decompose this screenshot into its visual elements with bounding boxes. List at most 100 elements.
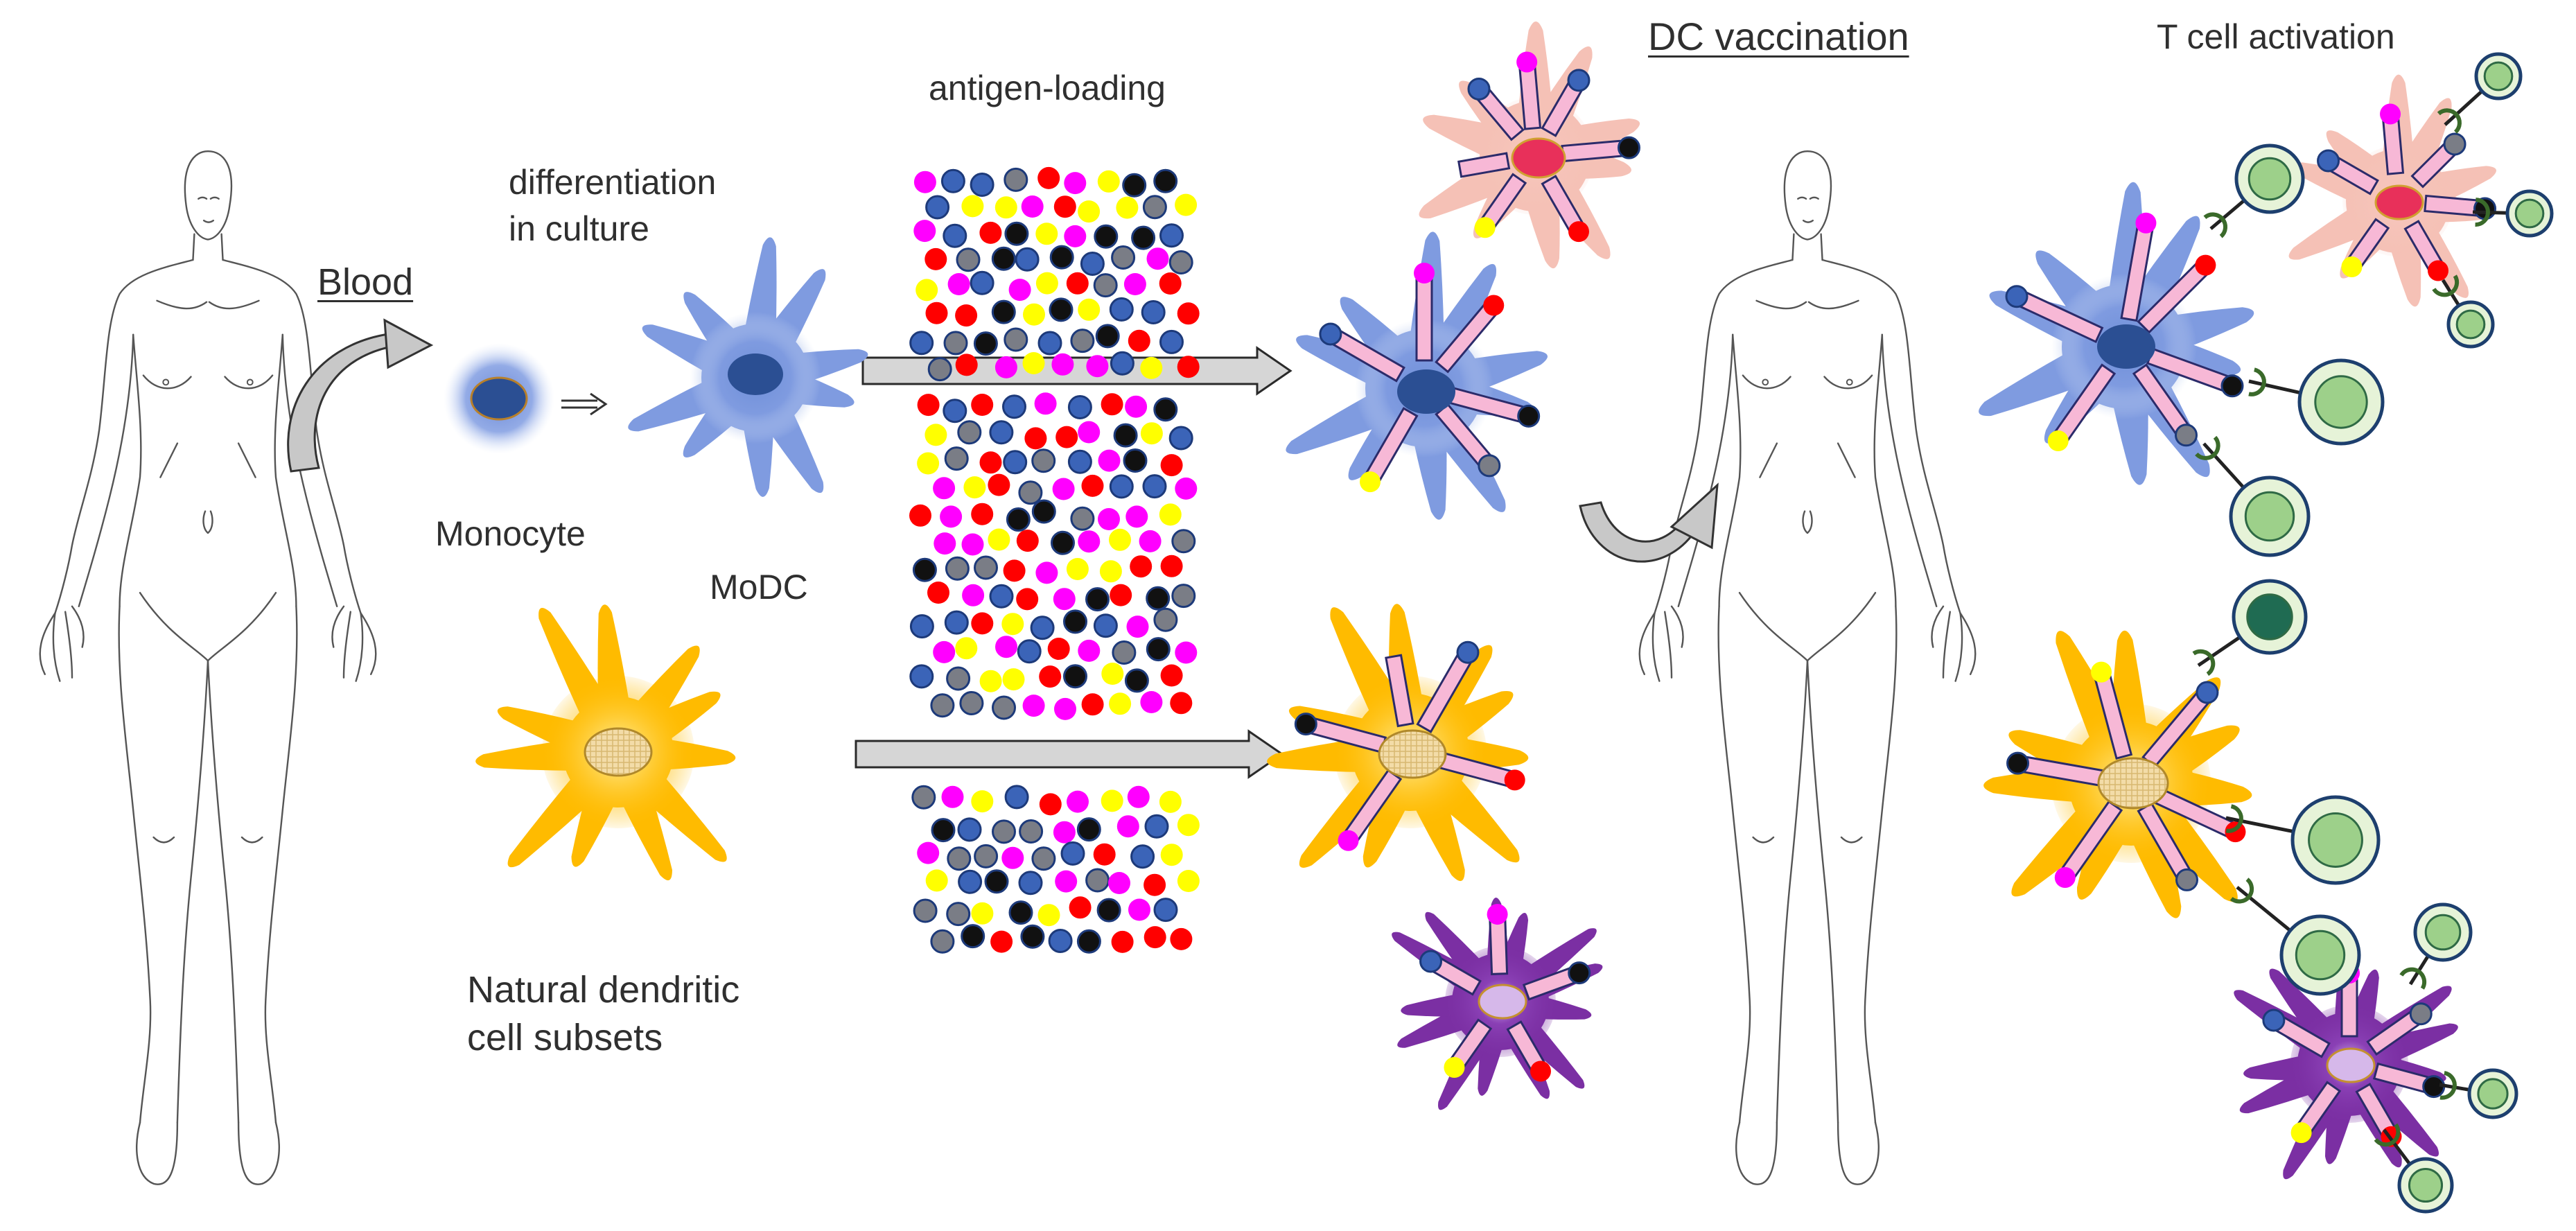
body-left-inner-arm <box>1677 333 1734 608</box>
antigen-dot-icon <box>915 279 938 302</box>
antigen-dot-icon <box>1064 172 1087 195</box>
antigen-dot-icon <box>1035 272 1058 295</box>
antigen-dot-icon <box>1078 530 1101 553</box>
body-right-foot <box>237 1121 280 1185</box>
antigen-dot-icon <box>1170 692 1193 715</box>
loaded-antigen <box>1483 295 1505 316</box>
t-cells <box>2192 52 2554 1214</box>
t-cell-nucleus <box>2424 914 2462 951</box>
antigen-dot-icon <box>1144 873 1166 896</box>
antigen-dot-icon <box>933 477 956 500</box>
antigen-dot-icon <box>1037 904 1060 927</box>
antigen-dot-icon <box>988 528 1010 551</box>
antigen-dot-icon <box>1063 664 1087 689</box>
antigen-dot-icon <box>1159 790 1182 813</box>
antigen-dot-icon <box>925 869 948 892</box>
t-cell-icon <box>2437 52 2523 134</box>
antigen-dot-icon <box>1018 871 1043 896</box>
body-collarbones <box>156 299 260 310</box>
body-left-hand <box>39 605 85 682</box>
antigen-dot-icon <box>945 556 970 581</box>
human-body-icon <box>39 150 377 1185</box>
loaded-antigen <box>1414 263 1435 283</box>
antigen-dot-icon <box>1078 639 1101 662</box>
body-right-hand <box>1931 605 1977 682</box>
antigen-dot-icon <box>909 664 934 689</box>
loaded-antigen <box>1338 830 1359 851</box>
antigen-dot-icon <box>1004 221 1029 246</box>
antigen-dot-icon <box>1053 588 1076 611</box>
antigen-dot-icon <box>1015 247 1040 272</box>
loaded-antigen <box>1478 454 1501 478</box>
antigen-dot-icon <box>1160 664 1183 687</box>
antigen-dot-icon <box>979 451 1002 474</box>
antigen-dot-icon <box>1110 351 1134 376</box>
antigen-dot-icon <box>913 171 936 193</box>
body-pelvis <box>1738 592 1877 662</box>
antigen-dot-icon <box>1139 530 1162 552</box>
antigen-dot-icon <box>971 394 994 416</box>
antigen-dot-icon <box>1093 843 1116 866</box>
antigen-dot-icon <box>1024 427 1047 450</box>
antigen-dot-icon <box>1159 329 1184 354</box>
antigen-dot-icon <box>1130 555 1153 578</box>
antigen-field <box>909 166 1200 954</box>
body-right-leg-outer <box>1864 605 1898 1124</box>
t-cell-icon <box>2248 358 2385 446</box>
antigen-dot-icon <box>958 869 983 894</box>
antigen-dot-icon <box>1168 250 1193 274</box>
monocyte-nucleus <box>470 376 528 421</box>
antigen-dot-icon <box>1031 846 1056 871</box>
antigen-dot-icon <box>955 304 978 327</box>
loaded-antigen <box>2220 374 2244 398</box>
body-right-side <box>1873 333 1897 608</box>
antigen-dot-icon <box>1085 587 1110 612</box>
body-left-side <box>119 333 142 608</box>
antigen-dot-icon <box>1047 638 1070 660</box>
loaded-antigen <box>2054 866 2076 888</box>
label-natural-dc-line2: cell subsets <box>467 1017 663 1058</box>
body-right-foot <box>1837 1121 1880 1185</box>
antigen-dot-icon <box>1175 193 1198 216</box>
antigen-dot-icon <box>1096 898 1121 923</box>
antigen-dot-icon <box>995 636 1017 658</box>
body-right-leg-outer <box>264 605 298 1124</box>
antigen-dot-icon <box>959 691 984 715</box>
antigen-dot-icon <box>1001 846 1024 869</box>
t-cell-icon <box>2195 435 2311 557</box>
antigen-dot-icon <box>995 196 1017 219</box>
antigen-dot-icon <box>1076 817 1101 842</box>
loaded-antigen <box>1504 769 1525 791</box>
antigen-dot-icon <box>1004 167 1028 192</box>
antigen-dot-icon <box>925 302 948 324</box>
antigen-dot-icon <box>1063 609 1087 634</box>
antigen-dot-icon <box>1008 900 1033 925</box>
antigen-dot-icon <box>961 924 985 949</box>
antigen-dot-icon <box>1035 222 1058 245</box>
label-differentiation-line1: differentiation <box>509 163 717 202</box>
body-left-foot <box>136 1121 179 1185</box>
antigen-dot-icon <box>1160 454 1183 477</box>
body-knees <box>1752 836 1863 844</box>
antigen-dot-icon <box>1098 449 1121 472</box>
antigen-dot-icon <box>1049 297 1074 322</box>
antigen-dot-icon <box>1177 356 1200 378</box>
antigen-dot-icon <box>1035 561 1058 584</box>
antigen-dot-icon <box>1051 530 1075 555</box>
antigen-dot-icon <box>1093 613 1118 638</box>
antigen-dot-icon <box>1081 693 1104 716</box>
antigen-dot-icon <box>913 898 938 923</box>
loaded-antigen <box>1567 69 1591 92</box>
antigen-dot-icon <box>1160 844 1183 866</box>
antigen-dot-icon <box>1094 224 1119 249</box>
body-face <box>198 196 220 223</box>
antigen-dot-icon <box>925 247 947 270</box>
loaded-antigen <box>2262 1009 2286 1032</box>
antigen-dot-icon <box>1146 637 1171 662</box>
antigen-dot-icon <box>1146 586 1171 611</box>
antigen-dot-icon <box>1144 926 1166 949</box>
antigen-dot-icon <box>1020 924 1045 949</box>
antigen-dot-icon <box>1142 474 1167 499</box>
antigen-dot-icon <box>991 299 1016 324</box>
antigen-dot-icon <box>971 612 994 635</box>
